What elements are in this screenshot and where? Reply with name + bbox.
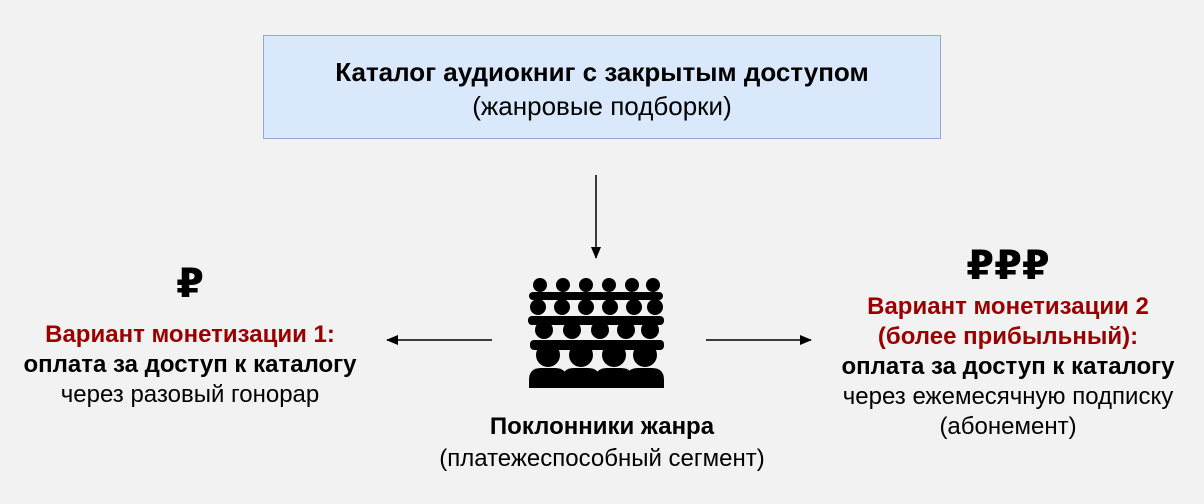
ruble-symbol: ₽ (176, 261, 204, 307)
option-2-variant-line-1: Вариант монетизации 2 (867, 293, 1149, 320)
audience-subtitle: (платежеспособный сегмент) (439, 445, 765, 472)
option-1-text: Вариант монетизации 1: оплата за доступ … (0, 320, 380, 410)
monetization-option-2: ₽₽₽ (812, 244, 1204, 288)
option-1-access: оплата за доступ к каталогу (23, 351, 357, 378)
catalog-box: Каталог аудиокниг с закрытым доступом (ж… (263, 35, 941, 139)
option-2-method-line-2: (абонемент) (939, 413, 1077, 440)
option-2-variant-line-2: (более прибыльный): (877, 323, 1139, 350)
catalog-subtitle: (жанровые подборки) (472, 91, 732, 121)
option-1-variant: Вариант монетизации 1: (45, 321, 335, 348)
option-2-method-line-1: через ежемесячную подписку (842, 383, 1174, 410)
catalog-title: Каталог аудиокниг с закрытым доступом (335, 57, 869, 87)
option-2-access: оплата за доступ к каталогу (841, 353, 1175, 380)
ruble-symbol-triple: ₽₽₽ (966, 243, 1050, 289)
option-1-method: через разовый гонорар (60, 381, 320, 408)
audience-title: Поклонники жанра (489, 413, 715, 440)
monetization-option-1: ₽ (0, 262, 380, 306)
crowd-icon (528, 278, 664, 388)
option-2-text: Вариант монетизации 2 (более прибыльный)… (812, 292, 1204, 442)
